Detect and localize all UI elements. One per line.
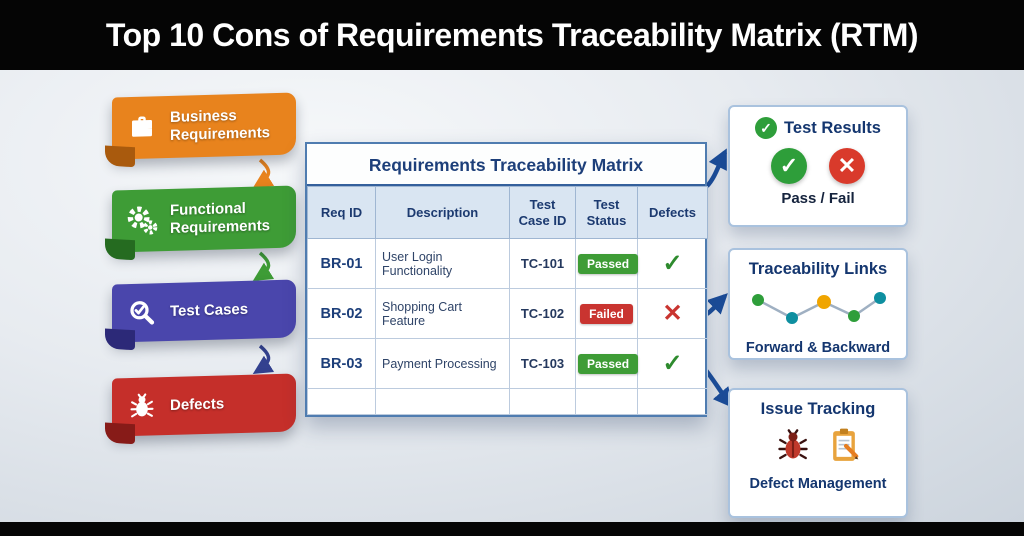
briefcase-icon xyxy=(122,107,162,148)
ribbon-business-requirements: Business Requirements xyxy=(105,92,296,168)
test-case-id-cell: TC-102 xyxy=(509,288,576,339)
req-id-cell: BR-02 xyxy=(307,288,376,339)
req-id-cell: BR-03 xyxy=(307,338,376,389)
card-traceability-links: Traceability Links Forward & Backward xyxy=(728,248,908,360)
table-row: BR-01 User Login Functionality TC-101 Pa… xyxy=(307,238,708,289)
rtm-table: Requirements Traceability Matrix Req ID … xyxy=(305,142,708,417)
bug-icon xyxy=(122,386,162,427)
card-title: Traceability Links xyxy=(748,260,888,278)
arrow-functional-to-testcases xyxy=(252,251,275,282)
card-subtitle: Defect Management xyxy=(749,476,887,492)
check-icon: ✓ xyxy=(662,249,683,277)
arrow-business-to-functional xyxy=(252,158,275,189)
test-case-id-cell: TC-103 xyxy=(509,338,576,389)
defects-cell: ✕ xyxy=(637,288,708,339)
ribbon-label: Defects xyxy=(170,395,225,414)
bug-icon xyxy=(775,428,811,469)
defects-cell: ✓ xyxy=(637,338,708,389)
defects-cell: ✓ xyxy=(637,238,708,289)
network-links-icon xyxy=(736,287,900,336)
card-subtitle: Forward & Backward xyxy=(745,340,891,356)
col-header-test-case-id: Test Case ID xyxy=(509,186,576,239)
ribbon-label: Functional Requirements xyxy=(170,199,271,237)
test-status-cell: Passed xyxy=(575,238,639,289)
arrow-testcases-to-defects xyxy=(252,344,275,375)
arrow-table-to-test-results xyxy=(705,148,728,188)
card-title: Issue Tracking xyxy=(760,400,876,418)
cross-icon: ✕ xyxy=(662,299,683,327)
table-title: Requirements Traceability Matrix xyxy=(307,144,705,186)
card-title: Test Results xyxy=(784,118,881,137)
status-badge: Passed xyxy=(578,353,639,374)
check-icon: ✓ xyxy=(662,349,683,377)
card-test-results: ✓ Test Results ✓ ✕ Pass / Fail xyxy=(728,105,908,227)
bottom-border xyxy=(0,522,1024,536)
ribbon-fold xyxy=(105,238,135,261)
ribbon-defects: Defects xyxy=(105,373,296,445)
col-header-test-status: Test Status xyxy=(575,186,638,239)
table-row: BR-03 Payment Processing TC-103 Passed ✓ xyxy=(307,338,708,389)
col-header-defects: Defects xyxy=(637,186,708,239)
ribbon-functional-requirements: Functional Requirements xyxy=(105,185,296,261)
test-status-cell: Failed xyxy=(575,288,638,339)
rtm-grid: Req ID Description Test Case ID Test Sta… xyxy=(307,186,708,415)
status-badge: Passed xyxy=(578,253,639,274)
ribbon-fold xyxy=(105,145,135,168)
card-issue-tracking: Issue Tracking xyxy=(728,388,908,518)
table-row: BR-02 Shopping Cart Feature TC-102 Faile… xyxy=(307,288,708,339)
test-case-id-cell: TC-101 xyxy=(509,238,576,289)
gears-icon xyxy=(122,200,162,241)
card-subtitle: Pass / Fail xyxy=(781,190,855,207)
fail-icon: ✕ xyxy=(829,148,865,184)
description-cell: Shopping Cart Feature xyxy=(375,288,510,339)
title-bar: Top 10 Cons of Requirements Traceability… xyxy=(0,0,1024,70)
magnifier-check-icon xyxy=(122,292,162,333)
pass-icon: ✓ xyxy=(771,148,807,184)
col-header-description: Description xyxy=(375,186,510,239)
arrow-table-to-traceability-links xyxy=(705,293,728,316)
ribbon-label: Test Cases xyxy=(170,300,249,320)
req-id-cell: BR-01 xyxy=(307,238,376,289)
canvas: Business Requirements Functional Require… xyxy=(0,70,1024,522)
description-cell: User Login Functionality xyxy=(375,238,510,289)
col-header-req-id: Req ID xyxy=(307,186,376,239)
status-badge: Failed xyxy=(580,303,633,324)
ribbon-label: Business Requirements xyxy=(170,107,271,144)
page-title: Top 10 Cons of Requirements Traceability… xyxy=(105,16,919,53)
clipboard-pencil-icon xyxy=(827,427,861,470)
description-cell: Payment Processing xyxy=(375,338,510,389)
test-status-cell: Passed xyxy=(575,338,639,389)
check-circle-icon: ✓ xyxy=(755,117,778,139)
table-header-row: Req ID Description Test Case ID Test Sta… xyxy=(307,186,708,239)
table-row-empty xyxy=(307,388,708,415)
ribbon-test-cases: Test Cases xyxy=(105,279,296,351)
